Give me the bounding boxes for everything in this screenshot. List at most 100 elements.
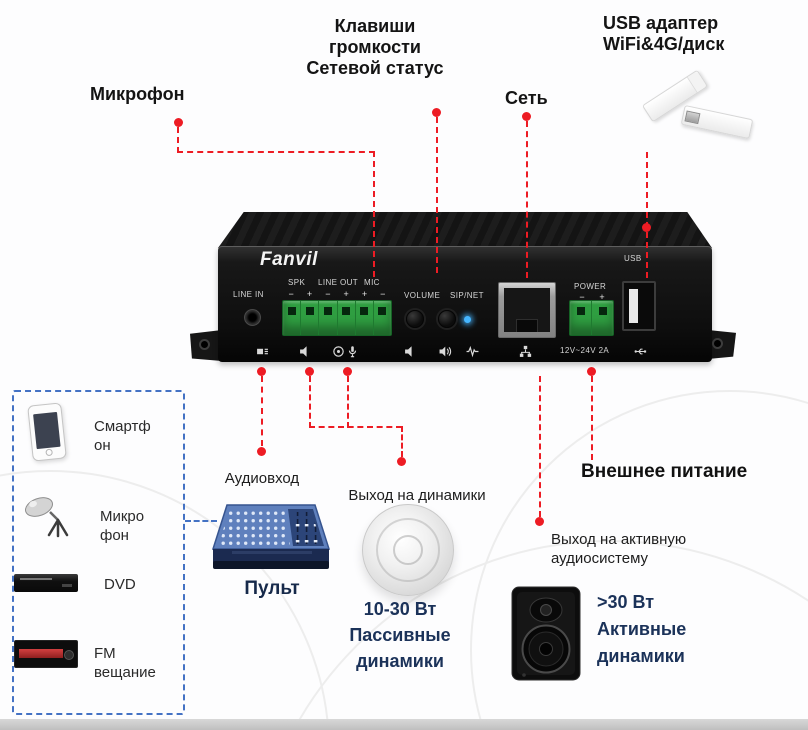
connector-line xyxy=(177,127,179,153)
line-in-jack xyxy=(244,309,261,326)
power-terminal-block xyxy=(569,300,614,336)
smartphone-icon xyxy=(27,402,67,462)
terminal-cell xyxy=(338,301,356,335)
terminal-cell xyxy=(319,301,338,335)
audio-sources-box xyxy=(12,390,185,715)
terminal-cell xyxy=(374,301,391,335)
polarity-mark: − xyxy=(325,289,331,299)
connector-dot xyxy=(522,112,531,121)
volume-button xyxy=(406,310,424,328)
speaker-icon xyxy=(405,346,412,357)
screw-hole xyxy=(199,339,210,350)
usb-label: USB xyxy=(624,254,642,263)
mic-label: MIC xyxy=(364,278,380,287)
source-label-fm: FM вещание xyxy=(94,645,156,681)
terminal-cell xyxy=(301,301,320,335)
power-rating-label: 12V~24V 2A xyxy=(560,346,610,355)
rj45-opening xyxy=(504,288,550,332)
connector-line xyxy=(261,376,263,446)
fanvil-logo: Fanvil xyxy=(260,249,318,270)
connector-line xyxy=(347,376,349,428)
device-top-face xyxy=(218,212,712,248)
mic-icon xyxy=(348,346,357,358)
polarity-mark: − xyxy=(380,289,386,299)
mixer-image xyxy=(212,504,331,569)
network-status-callout: Сетевой статус xyxy=(306,58,444,78)
line-in-icon xyxy=(257,348,268,355)
external-power-label: Внешнее питание xyxy=(581,461,748,482)
source-label-smartphone: Смартф он xyxy=(94,418,151,454)
microphone-icon xyxy=(25,497,69,538)
screw-hole xyxy=(712,338,723,349)
connector-line xyxy=(401,426,403,457)
connector-dot xyxy=(257,447,266,456)
connector-line xyxy=(177,151,375,153)
active-speaker-image xyxy=(511,586,581,681)
connector-dot xyxy=(343,367,352,376)
terminal-polarity-row: − + − + + − xyxy=(282,289,392,299)
footer-band xyxy=(0,719,808,730)
connector-dot xyxy=(587,367,596,376)
connector-dot xyxy=(397,457,406,466)
connector-dot xyxy=(305,367,314,376)
usb-trident-icon xyxy=(634,348,647,355)
active-output-label: Выход на активную аудиосистему xyxy=(551,531,687,567)
power-polarity-row: − + xyxy=(572,292,612,302)
volume-label: VOLUME xyxy=(404,291,441,300)
usb-port xyxy=(622,281,656,331)
connector-line xyxy=(373,151,375,277)
fm-radio-icon xyxy=(14,640,78,668)
connector-line xyxy=(526,121,528,278)
polarity-mark: + xyxy=(306,289,313,299)
polarity-mark: + xyxy=(361,289,368,299)
status-led xyxy=(464,316,471,323)
terminal-cell xyxy=(592,301,613,335)
sip-net-button xyxy=(438,310,456,328)
passive-speakers-label: 10-30 Вт Пассивные динамики xyxy=(349,599,451,671)
sip-net-label: SIP/NET xyxy=(450,291,484,300)
power-label: POWER xyxy=(574,282,607,291)
polarity-mark: − xyxy=(288,289,294,299)
line-out-label: LINE OUT xyxy=(318,278,359,287)
dongle-cap xyxy=(686,71,707,93)
volume-keys-callout: Клавиши громкости xyxy=(329,16,421,57)
spk-label: SPK xyxy=(288,278,306,287)
active-speakers-label: >30 Вт Активные динамики xyxy=(597,592,687,666)
source-label-microphone: Микро фон xyxy=(100,508,145,544)
blue-connector-line xyxy=(185,520,217,522)
connector-dot xyxy=(535,517,544,526)
speaker-icon xyxy=(300,346,307,357)
connector-dot xyxy=(642,223,651,232)
dvd-player-icon xyxy=(14,574,78,592)
mixer-label: Пульт xyxy=(244,578,300,599)
terminal-cell xyxy=(283,301,302,335)
connector-dot xyxy=(174,118,183,127)
terminal-cell xyxy=(356,301,374,335)
line-in-label: LINE IN xyxy=(233,290,264,299)
audio-terminal-block xyxy=(282,300,392,336)
device-front-panel: Fanvil LINE IN SPK LINE OUT MIC − + − + … xyxy=(218,246,712,362)
speaker-wave-icon xyxy=(439,346,452,357)
connector-dot xyxy=(257,367,266,376)
connector-line xyxy=(539,376,541,517)
speaker-output-label: Выход на динамики xyxy=(348,487,486,504)
usb-connector xyxy=(684,110,701,125)
ceiling-speaker-image xyxy=(362,504,454,596)
usb-dongle-icon xyxy=(680,104,754,140)
source-label-dvd: DVD xyxy=(104,576,136,593)
connector-line xyxy=(591,376,593,460)
usb-adapter-callout: USB адаптер WiFi&4G/диск xyxy=(603,13,725,54)
audio-input-label: Аудиовход xyxy=(224,470,300,487)
volume-network-callout-block: Клавиши громкости Сетевой статус xyxy=(295,16,455,79)
connector-line xyxy=(309,426,402,428)
polarity-mark: + xyxy=(599,292,605,302)
line-out-icon xyxy=(333,346,344,357)
terminal-cell xyxy=(570,301,592,335)
waveform-icon xyxy=(466,345,479,358)
microphone-callout: Микрофон xyxy=(90,84,185,104)
ethernet-port xyxy=(498,282,556,338)
network-icon xyxy=(519,345,532,357)
connector-line xyxy=(646,152,648,278)
network-callout: Сеть xyxy=(505,88,548,108)
